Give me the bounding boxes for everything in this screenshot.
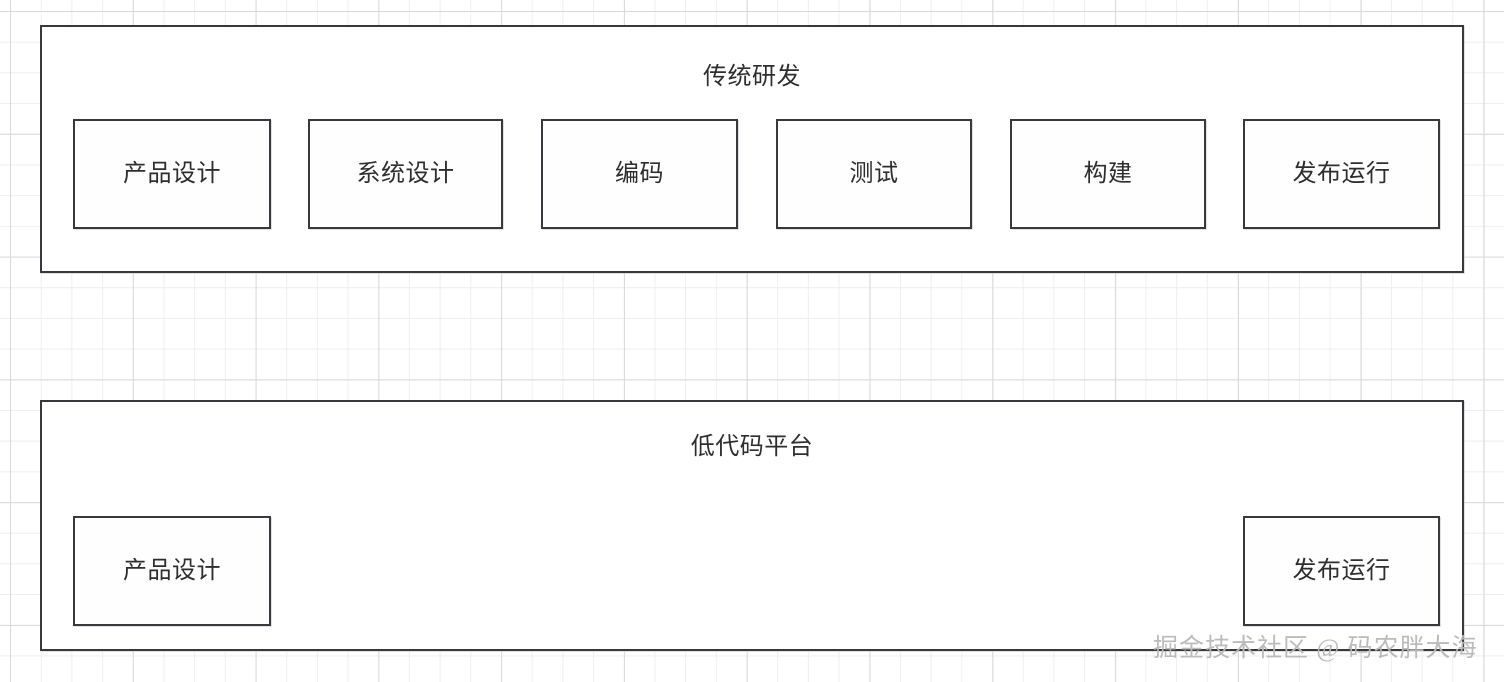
group-title-low-code-platform: 低代码平台	[690, 433, 814, 460]
stage-label-product-design-lowcode: 产品设计	[123, 557, 221, 584]
stage-box-release-run-traditional[interactable]: 发布运行	[1243, 119, 1440, 229]
stage-label-product-design-traditional: 产品设计	[123, 160, 221, 187]
stage-label-build: 构建	[1083, 160, 1133, 187]
stage-box-product-design-lowcode[interactable]: 产品设计	[73, 516, 271, 626]
stage-box-release-run-lowcode[interactable]: 发布运行	[1243, 516, 1440, 626]
stage-label-release-run-traditional: 发布运行	[1292, 160, 1391, 187]
stage-label-release-run-lowcode: 发布运行	[1292, 557, 1391, 584]
group-low-code-platform[interactable]: 低代码平台 产品设计 发布运行	[40, 400, 1464, 651]
group-title-traditional-development: 传统研发	[703, 63, 801, 90]
watermark-text: 掘金技术社区 @ 码农胖大海	[1153, 635, 1478, 662]
stage-box-coding[interactable]: 编码	[541, 119, 738, 229]
stage-label-coding: 编码	[615, 160, 664, 187]
stage-box-product-design-traditional[interactable]: 产品设计	[73, 119, 271, 229]
group-traditional-development[interactable]: 传统研发 产品设计 系统设计 编码 测试 构建 发布运行	[40, 25, 1464, 273]
stage-box-testing[interactable]: 测试	[776, 119, 972, 229]
stage-label-system-design: 系统设计	[356, 160, 455, 187]
stage-box-system-design[interactable]: 系统设计	[308, 119, 503, 229]
stage-label-testing: 测试	[849, 160, 899, 187]
stage-box-build[interactable]: 构建	[1010, 119, 1206, 229]
